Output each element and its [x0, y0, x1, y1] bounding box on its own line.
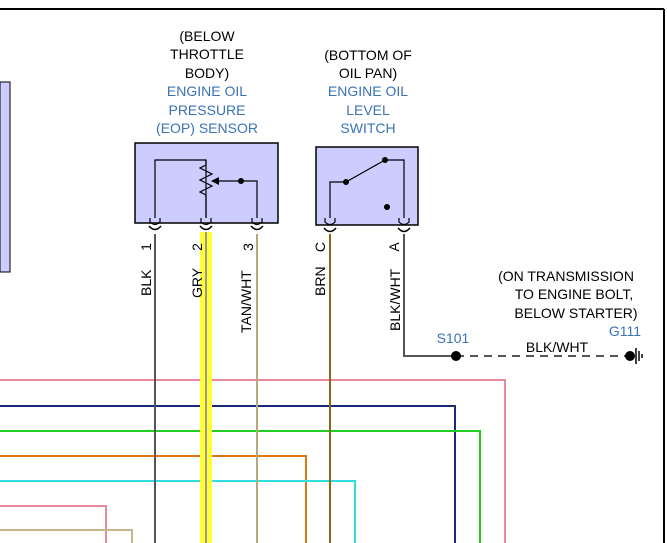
eop-name-line-3: (EOP) SENSOR [156, 120, 258, 136]
connector-pin-1-icon [148, 225, 162, 231]
orange-wire [0, 455, 307, 543]
resistor-icon [198, 160, 214, 218]
pink-wire-2 [0, 505, 107, 543]
wire-label-blk-wht: BLK/WHT [387, 268, 403, 331]
eop-pin-3: 3 [240, 243, 256, 251]
switch-name-line-2: LEVEL [346, 102, 390, 118]
wire-label-blk: BLK [138, 269, 154, 296]
eop-pin-2: 2 [189, 243, 205, 251]
switch-location-line-1: (BOTTOM OF [324, 47, 412, 63]
splice-s101-dot [451, 351, 461, 361]
connector-pin-c-icon [323, 227, 337, 233]
ground-symbol-icon [635, 348, 643, 364]
switch-pin-a: A [386, 242, 402, 252]
oil-level-switch [315, 146, 419, 233]
ground-location-line-2: TO ENGINE BOLT, [515, 286, 634, 302]
ground-dot [625, 351, 635, 361]
eop-name-line-1: ENGINE OIL [167, 83, 247, 99]
ground-location-line-1: (ON TRANSMISSION [498, 268, 634, 284]
wire-label-brn: BRN [312, 266, 328, 296]
cyan-wire [0, 480, 356, 543]
tan-wire [0, 529, 133, 543]
navy-wire [0, 405, 456, 543]
connector-pin-2-icon [199, 225, 213, 231]
wire-label-gry: GRY [189, 267, 205, 298]
oil-level-switch-box [315, 146, 419, 226]
switch-blade-icon [345, 159, 386, 183]
switch-name-line-1: ENGINE OIL [328, 83, 408, 99]
left-component-box [0, 81, 11, 273]
pink-wire [0, 379, 506, 543]
eop-pin-1: 1 [138, 243, 154, 251]
eop-sensor [134, 142, 279, 231]
splice-wire-label: BLK/WHT [526, 339, 589, 355]
eop-name-line-2: PRESSURE [168, 102, 245, 118]
switch-name-line-3: SWITCH [340, 120, 395, 136]
wire-label-tan-wht: TAN/WHT [238, 270, 254, 333]
wiper-arrow-icon [211, 177, 219, 185]
green-wire [0, 430, 481, 543]
eop-location-line-2: THROTTLE [170, 46, 244, 62]
connector-pin-a-icon [397, 227, 411, 233]
switch-pin-c: C [312, 242, 328, 252]
connector-pin-3-icon [250, 225, 264, 231]
switch-location-line-2: OIL PAN) [339, 65, 397, 81]
ground-location-line-3: BELOW STARTER) [514, 305, 637, 321]
ground-label: G111 [609, 323, 641, 339]
eop-location-line-1: (BELOW [179, 28, 235, 44]
splice-label: S101 [437, 330, 470, 346]
eop-location-line-3: BODY) [185, 65, 229, 81]
background-circuits [0, 379, 506, 543]
